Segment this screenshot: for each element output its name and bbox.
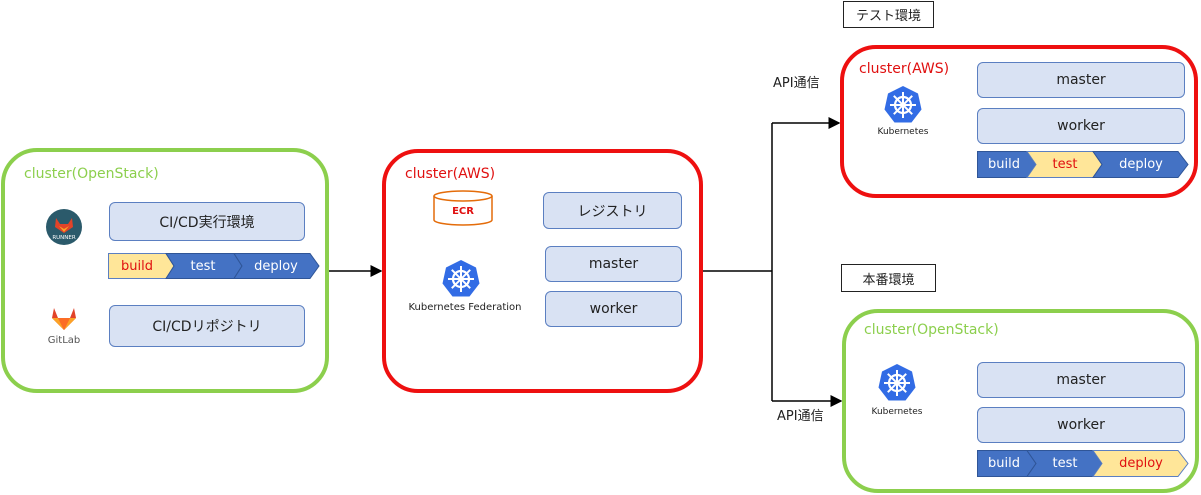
pipeline-step-deploy: deploy	[254, 258, 298, 274]
ci-repo-box: CI/CDリポジトリ	[109, 305, 305, 347]
ci-env-box: CI/CD実行環境	[109, 202, 305, 241]
ecr-label: ECR	[452, 206, 474, 217]
gitlab-logo	[50, 305, 78, 331]
ecr-icon	[432, 190, 494, 226]
pipeline-shapes	[977, 151, 1189, 178]
step-deploy-shape	[1092, 151, 1189, 178]
master-box: master	[545, 246, 682, 282]
pipeline-prod-env: build test deploy	[977, 450, 1189, 477]
pipeline-test-env: build test deploy	[977, 151, 1189, 178]
kubernetes-federation-label: Kubernetes Federation	[408, 302, 522, 313]
cluster-title: cluster(OpenStack)	[24, 166, 159, 182]
pipeline-step-build: build	[988, 157, 1020, 172]
api-label-test: API通信	[773, 76, 820, 91]
master-box: master	[977, 362, 1185, 398]
test-env-label: テスト環境	[843, 1, 934, 28]
pipeline-step-test: test	[1052, 456, 1078, 471]
worker-box: worker	[977, 407, 1185, 443]
master-box: master	[977, 62, 1185, 98]
gitlab-label: GitLab	[47, 335, 81, 346]
pipeline-step-deploy: deploy	[1119, 157, 1163, 172]
pipeline-step-build: build	[121, 258, 153, 274]
kubernetes-icon	[877, 363, 917, 403]
svg-text:RUNNER: RUNNER	[52, 235, 76, 241]
pipeline-shapes	[977, 450, 1189, 477]
gitlab-runner-logo: RUNNER	[46, 209, 82, 245]
cluster-title: cluster(AWS)	[859, 61, 950, 77]
registry-box: レジストリ	[543, 192, 682, 229]
cluster-title: cluster(AWS)	[405, 166, 496, 182]
kubernetes-label: Kubernetes	[877, 127, 929, 137]
kubernetes-icon	[883, 85, 923, 125]
worker-box: worker	[977, 108, 1185, 144]
pipeline-shapes	[108, 253, 320, 279]
pipeline-step-build: build	[988, 456, 1020, 471]
worker-box: worker	[545, 291, 682, 327]
prod-env-label: 本番環境	[841, 264, 936, 292]
pipeline-step-test: test	[190, 258, 216, 274]
pipeline-ci: build test deploy	[108, 253, 320, 279]
pipeline-step-deploy: deploy	[1119, 456, 1163, 471]
kubernetes-icon	[441, 259, 481, 299]
kubernetes-label: Kubernetes	[871, 407, 923, 417]
step-deploy-shape	[233, 253, 320, 279]
api-label-prod: API通信	[777, 409, 824, 424]
cluster-title: cluster(OpenStack)	[864, 322, 999, 338]
pipeline-step-test: test	[1052, 157, 1078, 172]
step-deploy-shape	[1092, 450, 1189, 477]
